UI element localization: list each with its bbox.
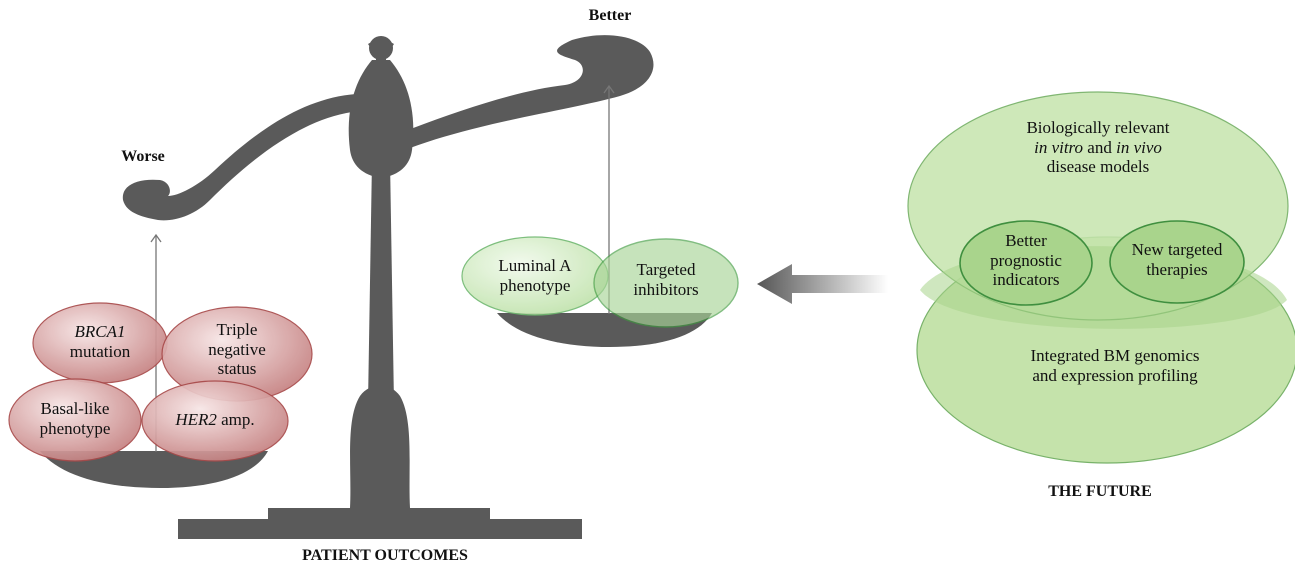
future-venn: [907, 91, 1295, 464]
future-bottom-label: Integrated BM genomics and expression pr…: [1030, 346, 1200, 385]
better-factor-bubbles: [461, 236, 739, 328]
luminal-a-label: Luminal A phenotype: [498, 256, 572, 295]
scale-foot: [350, 385, 410, 508]
future-top-label: Biologically relevant in vitro and in vi…: [1026, 118, 1170, 177]
balance-scale: [40, 35, 712, 539]
venn-inner-left: [959, 220, 1093, 306]
future-inner-right-label: New targeted therapies: [1131, 240, 1223, 279]
scale-body: [348, 60, 414, 178]
the-future-caption: THE FUTURE: [1048, 483, 1152, 500]
her2-label: HER2 amp.: [175, 410, 255, 429]
scale-column: [368, 160, 394, 404]
basal-like-label: Basal-like phenotype: [39, 399, 111, 438]
better-label: Better: [588, 7, 632, 24]
bubble-her2: [141, 380, 289, 462]
bubble-basal-like: [8, 378, 142, 462]
scale-base-step: [268, 508, 490, 520]
scale-beam-right: [408, 35, 654, 148]
bubble-targeted-inhibitors: [593, 238, 739, 328]
venn-inner-right: [1109, 220, 1245, 304]
scale-beam-left: [122, 94, 356, 221]
worse-label: Worse: [121, 148, 165, 165]
targeted-inhibitors-label: Targeted inhibitors: [633, 260, 699, 299]
worse-factor-bubbles: [8, 302, 313, 462]
scale-base: [178, 519, 582, 539]
left-arrow: [757, 264, 888, 304]
future-inner-left-label: Better prognostic indicators: [990, 231, 1062, 290]
patient-outcomes-caption: PATIENT OUTCOMES: [302, 547, 468, 564]
triple-negative-label: Triple negative status: [208, 320, 266, 379]
